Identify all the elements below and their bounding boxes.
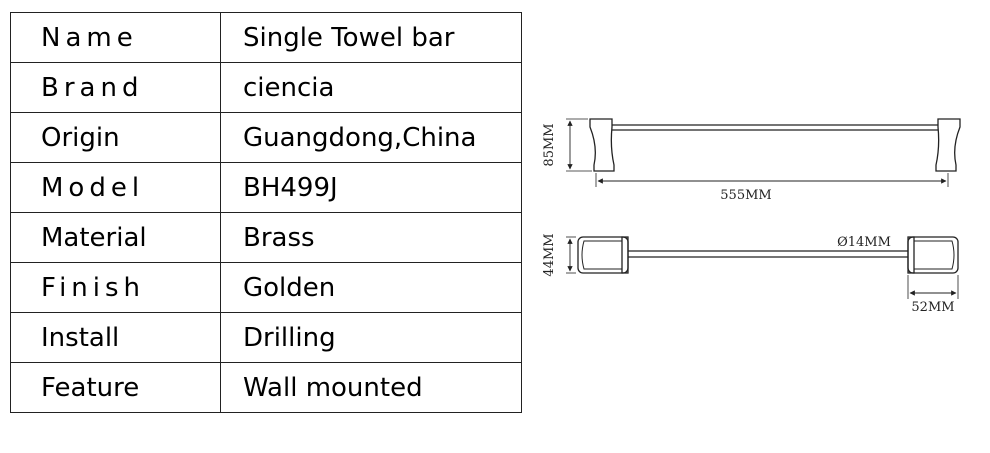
spec-row-material: Material Brass xyxy=(10,212,522,263)
spec-value: BH499J xyxy=(220,162,522,213)
spec-label: Finish xyxy=(10,262,221,313)
spec-label: Brand xyxy=(10,62,221,113)
spec-row-feature: Feature Wall mounted xyxy=(10,362,522,413)
spec-label: Feature xyxy=(10,362,221,413)
top-view xyxy=(566,236,959,299)
spec-label: Name xyxy=(10,12,221,63)
spec-label: Material xyxy=(10,212,221,263)
spec-label: Origin xyxy=(10,112,221,163)
spec-row-origin: Origin Guangdong,China xyxy=(10,112,522,163)
spec-table: Name Single Towel bar Brand ciencia Orig… xyxy=(10,12,522,413)
dim-height-label: 85MM xyxy=(542,123,557,166)
spec-value: ciencia xyxy=(220,62,522,113)
spec-row-model: Model BH499J xyxy=(10,162,522,213)
spec-row-name: Name Single Towel bar xyxy=(10,12,522,63)
front-view xyxy=(566,118,961,187)
spec-label: Model xyxy=(10,162,221,213)
spec-value: Wall mounted xyxy=(220,362,522,413)
spec-row-brand: Brand ciencia xyxy=(10,62,522,113)
dim-base-width-label: 52MM xyxy=(911,300,954,315)
spec-value: Golden xyxy=(220,262,522,313)
dim-diameter-label: Ø14MM xyxy=(837,235,891,250)
spec-value: Brass xyxy=(220,212,522,263)
spec-row-install: Install Drilling xyxy=(10,312,522,363)
spec-value: Single Towel bar xyxy=(220,12,522,63)
dim-depth-label: 44MM xyxy=(542,233,557,276)
technical-drawing: 85MM 555MM 44MM Ø14MM 52MM xyxy=(542,118,961,315)
spec-row-finish: Finish Golden xyxy=(10,262,522,313)
spec-value: Drilling xyxy=(220,312,522,363)
spec-label: Install xyxy=(10,312,221,363)
dim-length-label: 555MM xyxy=(720,188,771,203)
spec-value: Guangdong,China xyxy=(220,112,522,163)
